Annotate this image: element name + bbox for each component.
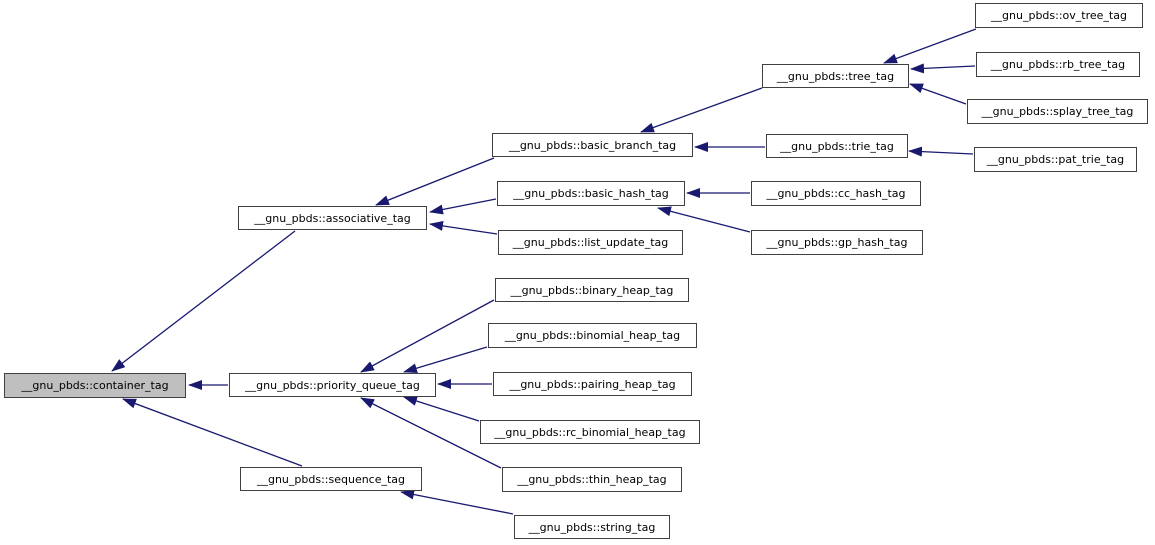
inheritance-edge-binomial_heap_tag-to-priority_queue_tag [403,346,488,374]
node-priority_queue_tag[interactable]: __gnu_pbds::priority_queue_tag [229,373,436,397]
node-label-rb_tree_tag: __gnu_pbds::rb_tree_tag [990,58,1126,71]
node-container_tag: __gnu_pbds::container_tag [4,373,186,398]
inheritance-edge-tree_tag-to-basic_branch_tag [640,87,763,133]
inheritance-edge-binary_heap_tag-to-priority_queue_tag [360,299,495,373]
node-label-rc_binomial_heap_tag: __gnu_pbds::rc_binomial_heap_tag [494,425,686,439]
node-rb_tree_tag[interactable]: __gnu_pbds::rb_tree_tag [976,52,1140,77]
inheritance-edge-basic_hash_tag-to-associative_tag [429,198,497,215]
inheritance-edge-string_tag-to-sequence_tag [400,489,514,515]
inheritance-edge-basic_branch_tag-to-associative_tag [375,157,495,206]
node-string_tag[interactable]: __gnu_pbds::string_tag [514,515,670,539]
node-label-tree_tag: __gnu_pbds::tree_tag [776,69,895,83]
node-pat_trie_tag[interactable]: __gnu_pbds::pat_trie_tag [974,147,1137,172]
node-splay_tree_tag[interactable]: __gnu_pbds::splay_tree_tag [967,99,1148,124]
node-binomial_heap_tag[interactable]: __gnu_pbds::binomial_heap_tag [488,323,697,348]
node-label-binary_heap_tag: __gnu_pbds::binary_heap_tag [510,283,674,297]
node-rc_binomial_heap_tag[interactable]: __gnu_pbds::rc_binomial_heap_tag [480,420,700,444]
node-label-string_tag: __gnu_pbds::string_tag [528,520,656,534]
inheritance-edge-gp_hash_tag-to-basic_hash_tag [657,206,751,233]
inheritance-edge-rb_tree_tag-to-tree_tag [910,63,976,74]
node-list_update_tag[interactable]: __gnu_pbds::list_update_tag [498,230,683,255]
inheritance-edge-associative_tag-to-container_tag [111,230,296,372]
node-associative_tag[interactable]: __gnu_pbds::associative_tag [238,206,427,230]
inheritance-edge-ov_tree_tag-to-tree_tag [883,28,977,64]
inheritance-edge-rc_binomial_heap_tag-to-priority_queue_tag [403,396,480,422]
node-label-thin_heap_tag: __gnu_pbds::thin_heap_tag [517,473,667,486]
node-cc_hash_tag[interactable]: __gnu_pbds::cc_hash_tag [751,181,921,206]
node-label-trie_tag: __gnu_pbds::trie_tag [780,139,894,153]
node-label-gp_hash_tag: __gnu_pbds::gp_hash_tag [766,236,908,249]
node-label-priority_queue_tag: __gnu_pbds::priority_queue_tag [245,378,420,392]
node-label-basic_hash_tag: __gnu_pbds::basic_hash_tag [513,187,669,200]
node-basic_hash_tag[interactable]: __gnu_pbds::basic_hash_tag [497,181,685,206]
node-binary_heap_tag[interactable]: __gnu_pbds::binary_heap_tag [495,278,689,302]
node-label-binomial_heap_tag: __gnu_pbds::binomial_heap_tag [504,329,681,342]
node-thin_heap_tag[interactable]: __gnu_pbds::thin_heap_tag [502,467,682,492]
inheritance-edge-thin_heap_tag-to-priority_queue_tag [360,397,502,469]
node-label-cc_hash_tag: __gnu_pbds::cc_hash_tag [766,187,906,200]
node-label-pairing_heap_tag: __gnu_pbds::pairing_heap_tag [509,377,676,391]
node-trie_tag[interactable]: __gnu_pbds::trie_tag [766,134,908,158]
node-label-sequence_tag: __gnu_pbds::sequence_tag [256,472,406,486]
node-label-associative_tag: __gnu_pbds::associative_tag [254,211,411,225]
node-label-list_update_tag: __gnu_pbds::list_update_tag [512,236,669,249]
node-tree_tag[interactable]: __gnu_pbds::tree_tag [762,64,909,88]
node-gp_hash_tag[interactable]: __gnu_pbds::gp_hash_tag [751,230,923,255]
node-ov_tree_tag[interactable]: __gnu_pbds::ov_tree_tag [975,3,1143,28]
node-label-pat_trie_tag: __gnu_pbds::pat_trie_tag [986,153,1125,166]
inheritance-edge-splay_tree_tag-to-tree_tag [909,83,967,105]
node-pairing_heap_tag[interactable]: __gnu_pbds::pairing_heap_tag [493,372,692,396]
node-label-splay_tree_tag: __gnu_pbds::splay_tree_tag [981,105,1134,118]
node-label-basic_branch_tag: __gnu_pbds::basic_branch_tag [508,138,677,152]
node-sequence_tag[interactable]: __gnu_pbds::sequence_tag [240,467,422,491]
inheritance-edge-pat_trie_tag-to-trie_tag [908,146,974,157]
inheritance-edge-sequence_tag-to-container_tag [122,398,303,467]
node-label-container_tag: __gnu_pbds::container_tag [21,379,169,392]
node-label-ov_tree_tag: __gnu_pbds::ov_tree_tag [991,9,1127,22]
inheritance-edge-list_update_tag-to-associative_tag [429,220,498,235]
node-basic_branch_tag[interactable]: __gnu_pbds::basic_branch_tag [492,133,693,157]
